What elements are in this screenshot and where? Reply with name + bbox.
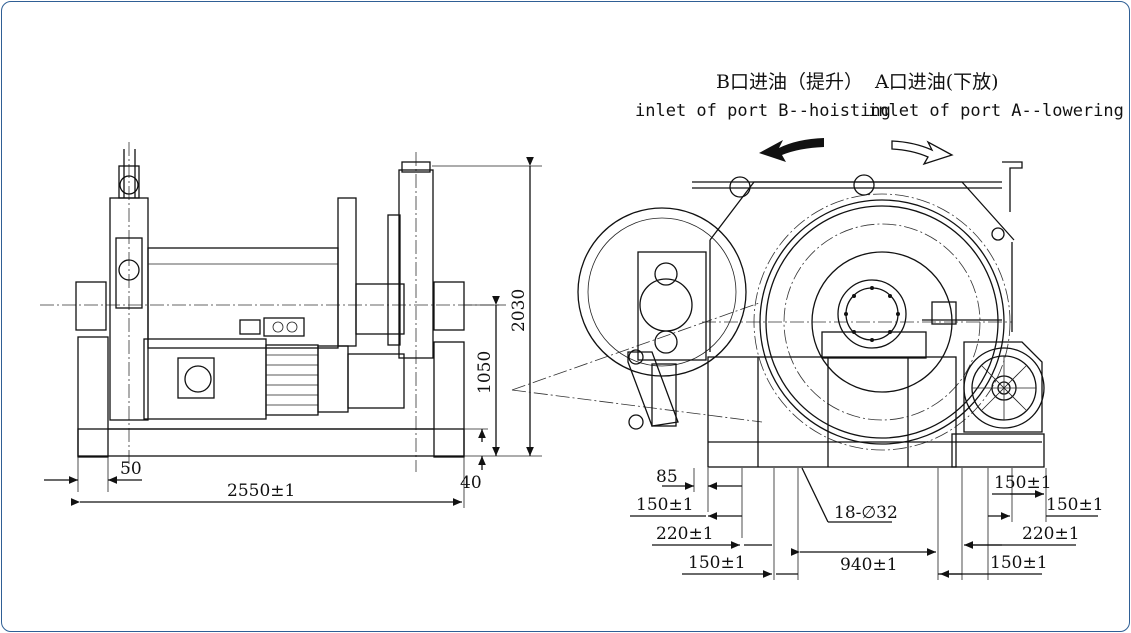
port-a-label-cn: A口进油(下放) xyxy=(874,71,999,93)
port-b-label-en: inlet of port B--hoisting xyxy=(635,101,891,121)
dim-2550: 2550±1 xyxy=(227,481,295,501)
port-a-label-en: inlet of port A--lowering xyxy=(868,101,1124,121)
lowering-arrow-icon xyxy=(891,140,954,166)
dim-right-150-c: 150±1 xyxy=(990,553,1048,573)
hoisting-arrow-icon xyxy=(759,138,824,162)
dim-40: 40 xyxy=(460,473,482,493)
dim-right-150-a: 150±1 xyxy=(994,473,1052,493)
port-b-label-cn: B口进油（提升） xyxy=(716,71,863,93)
dim-left-150-a: 150±1 xyxy=(636,495,694,515)
side-view: 2030 1050 40 50 2550±1 xyxy=(40,142,542,508)
dim-left-150-b: 150±1 xyxy=(688,553,746,573)
dim-right-220: 220±1 xyxy=(1022,524,1080,544)
dim-940: 940±1 xyxy=(840,555,898,575)
dim-1050: 1050 xyxy=(475,351,495,394)
dim-holes: 18-∅32 xyxy=(834,503,898,523)
dim-50: 50 xyxy=(120,459,142,479)
front-view: B口进油（提升） inlet of port B--hoisting A口进油(… xyxy=(511,71,1124,580)
dim-right-150-b: 150±1 xyxy=(1046,495,1104,515)
dim-2030: 2030 xyxy=(509,289,529,332)
dim-85: 85 xyxy=(656,467,678,487)
dim-left-220: 220±1 xyxy=(656,524,714,544)
